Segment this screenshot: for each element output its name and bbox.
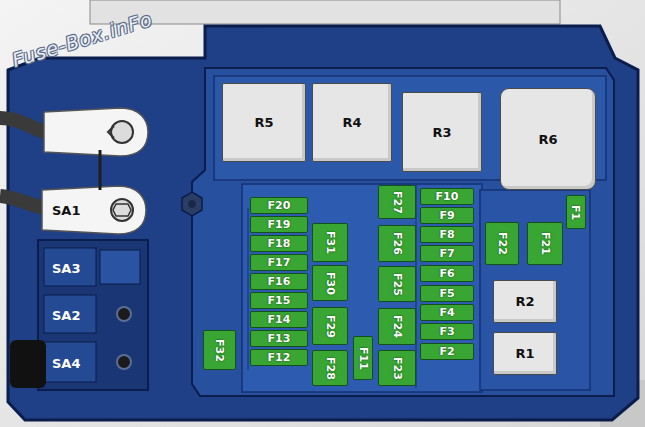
- relay-box: R2: [493, 280, 557, 323]
- fuse-box: F3: [420, 323, 474, 340]
- fuse-box: F17: [250, 254, 308, 271]
- fuse-label: F10: [436, 191, 459, 202]
- fuse-label: F2: [439, 346, 454, 357]
- fuse-label: F14: [268, 314, 291, 325]
- fuse-box: F1: [566, 195, 586, 229]
- fuse-box: F25: [378, 266, 416, 302]
- fuse-box: F24: [378, 308, 416, 345]
- fuse-label: F17: [268, 257, 291, 268]
- fuse-box: F15: [250, 292, 308, 309]
- relay-label: R4: [342, 116, 361, 129]
- fuse-label: F3: [439, 326, 454, 337]
- fuse-label: F11: [358, 347, 369, 370]
- fuse-label: F29: [324, 315, 335, 338]
- relay-label: R5: [254, 116, 273, 129]
- fuse-label: F31: [324, 231, 335, 254]
- fuse-box: F9: [420, 207, 474, 224]
- fuse-box: F12: [250, 349, 308, 366]
- fuse-label: F21: [539, 232, 550, 255]
- fuse-label: F30: [324, 272, 335, 295]
- fuse-label: F22: [496, 232, 507, 255]
- fuse-box: F21: [527, 222, 563, 265]
- fuse-box: F14: [250, 311, 308, 328]
- fuse-label: F1: [570, 204, 581, 219]
- relay-label: R1: [515, 347, 534, 360]
- fuse-box: F16: [250, 273, 308, 290]
- relay-box: R6: [500, 88, 596, 190]
- fuse-box: F22: [485, 222, 519, 265]
- fuse-label: F25: [391, 273, 402, 296]
- terminal-label: SA3: [52, 262, 80, 275]
- fuse-label: F12: [268, 352, 291, 363]
- fuse-label: F32: [214, 339, 225, 362]
- fuse-box: F18: [250, 235, 308, 252]
- fuse-box: F10: [420, 188, 474, 205]
- fuse-label: F26: [391, 232, 402, 255]
- fuse-label: F28: [324, 357, 335, 380]
- fuse-box: F27: [378, 185, 416, 219]
- fuse-label: F9: [439, 210, 454, 221]
- fuse-box: F11: [353, 336, 373, 380]
- fuse-box: F13: [250, 330, 308, 347]
- terminal-label: SA4: [52, 357, 80, 370]
- fuse-label: F27: [391, 191, 402, 214]
- fuse-box: F31: [312, 223, 348, 262]
- fuse-label: F6: [439, 268, 454, 279]
- relay-label: R6: [538, 133, 557, 146]
- relay-box: R4: [312, 83, 392, 162]
- fuse-label: F8: [439, 229, 454, 240]
- fuse-box: F6: [420, 265, 474, 282]
- fuse-label: F20: [268, 200, 291, 211]
- fuse-box: F20: [250, 197, 308, 214]
- relay-box: R3: [402, 92, 482, 172]
- relay-box: R5: [222, 83, 306, 162]
- relay-label: R3: [432, 126, 451, 139]
- fuse-box: F2: [420, 343, 474, 360]
- terminal-label: SA1: [52, 204, 80, 217]
- fuse-box: F4: [420, 304, 474, 321]
- fuse-label: F18: [268, 238, 291, 249]
- fuse-label: F13: [268, 333, 291, 344]
- fuse-box: F26: [378, 225, 416, 262]
- fuse-box: F8: [420, 226, 474, 243]
- fuse-label: F19: [268, 219, 291, 230]
- fuse-label: F15: [268, 295, 291, 306]
- fuse-label: F7: [439, 248, 454, 259]
- fuse-label: F23: [391, 357, 402, 380]
- fuse-box: F19: [250, 216, 308, 233]
- fuse-box: F5: [420, 285, 474, 302]
- fuse-box: F30: [312, 265, 348, 301]
- fuse-box: F23: [378, 350, 416, 386]
- fuse-box: F7: [420, 245, 474, 262]
- terminal-label: SA2: [52, 309, 80, 322]
- fuse-box: F32: [203, 330, 236, 370]
- fuse-label: F24: [391, 315, 402, 338]
- fuse-box: F28: [312, 350, 348, 386]
- fuse-label: F5: [439, 288, 454, 299]
- fuse-box: F29: [312, 307, 348, 345]
- relay-label: R2: [515, 295, 534, 308]
- relay-box: R1: [493, 332, 557, 375]
- terminal-label-box: SA1: [42, 188, 140, 232]
- fuse-label: F16: [268, 276, 291, 287]
- fuse-label: F4: [439, 307, 454, 318]
